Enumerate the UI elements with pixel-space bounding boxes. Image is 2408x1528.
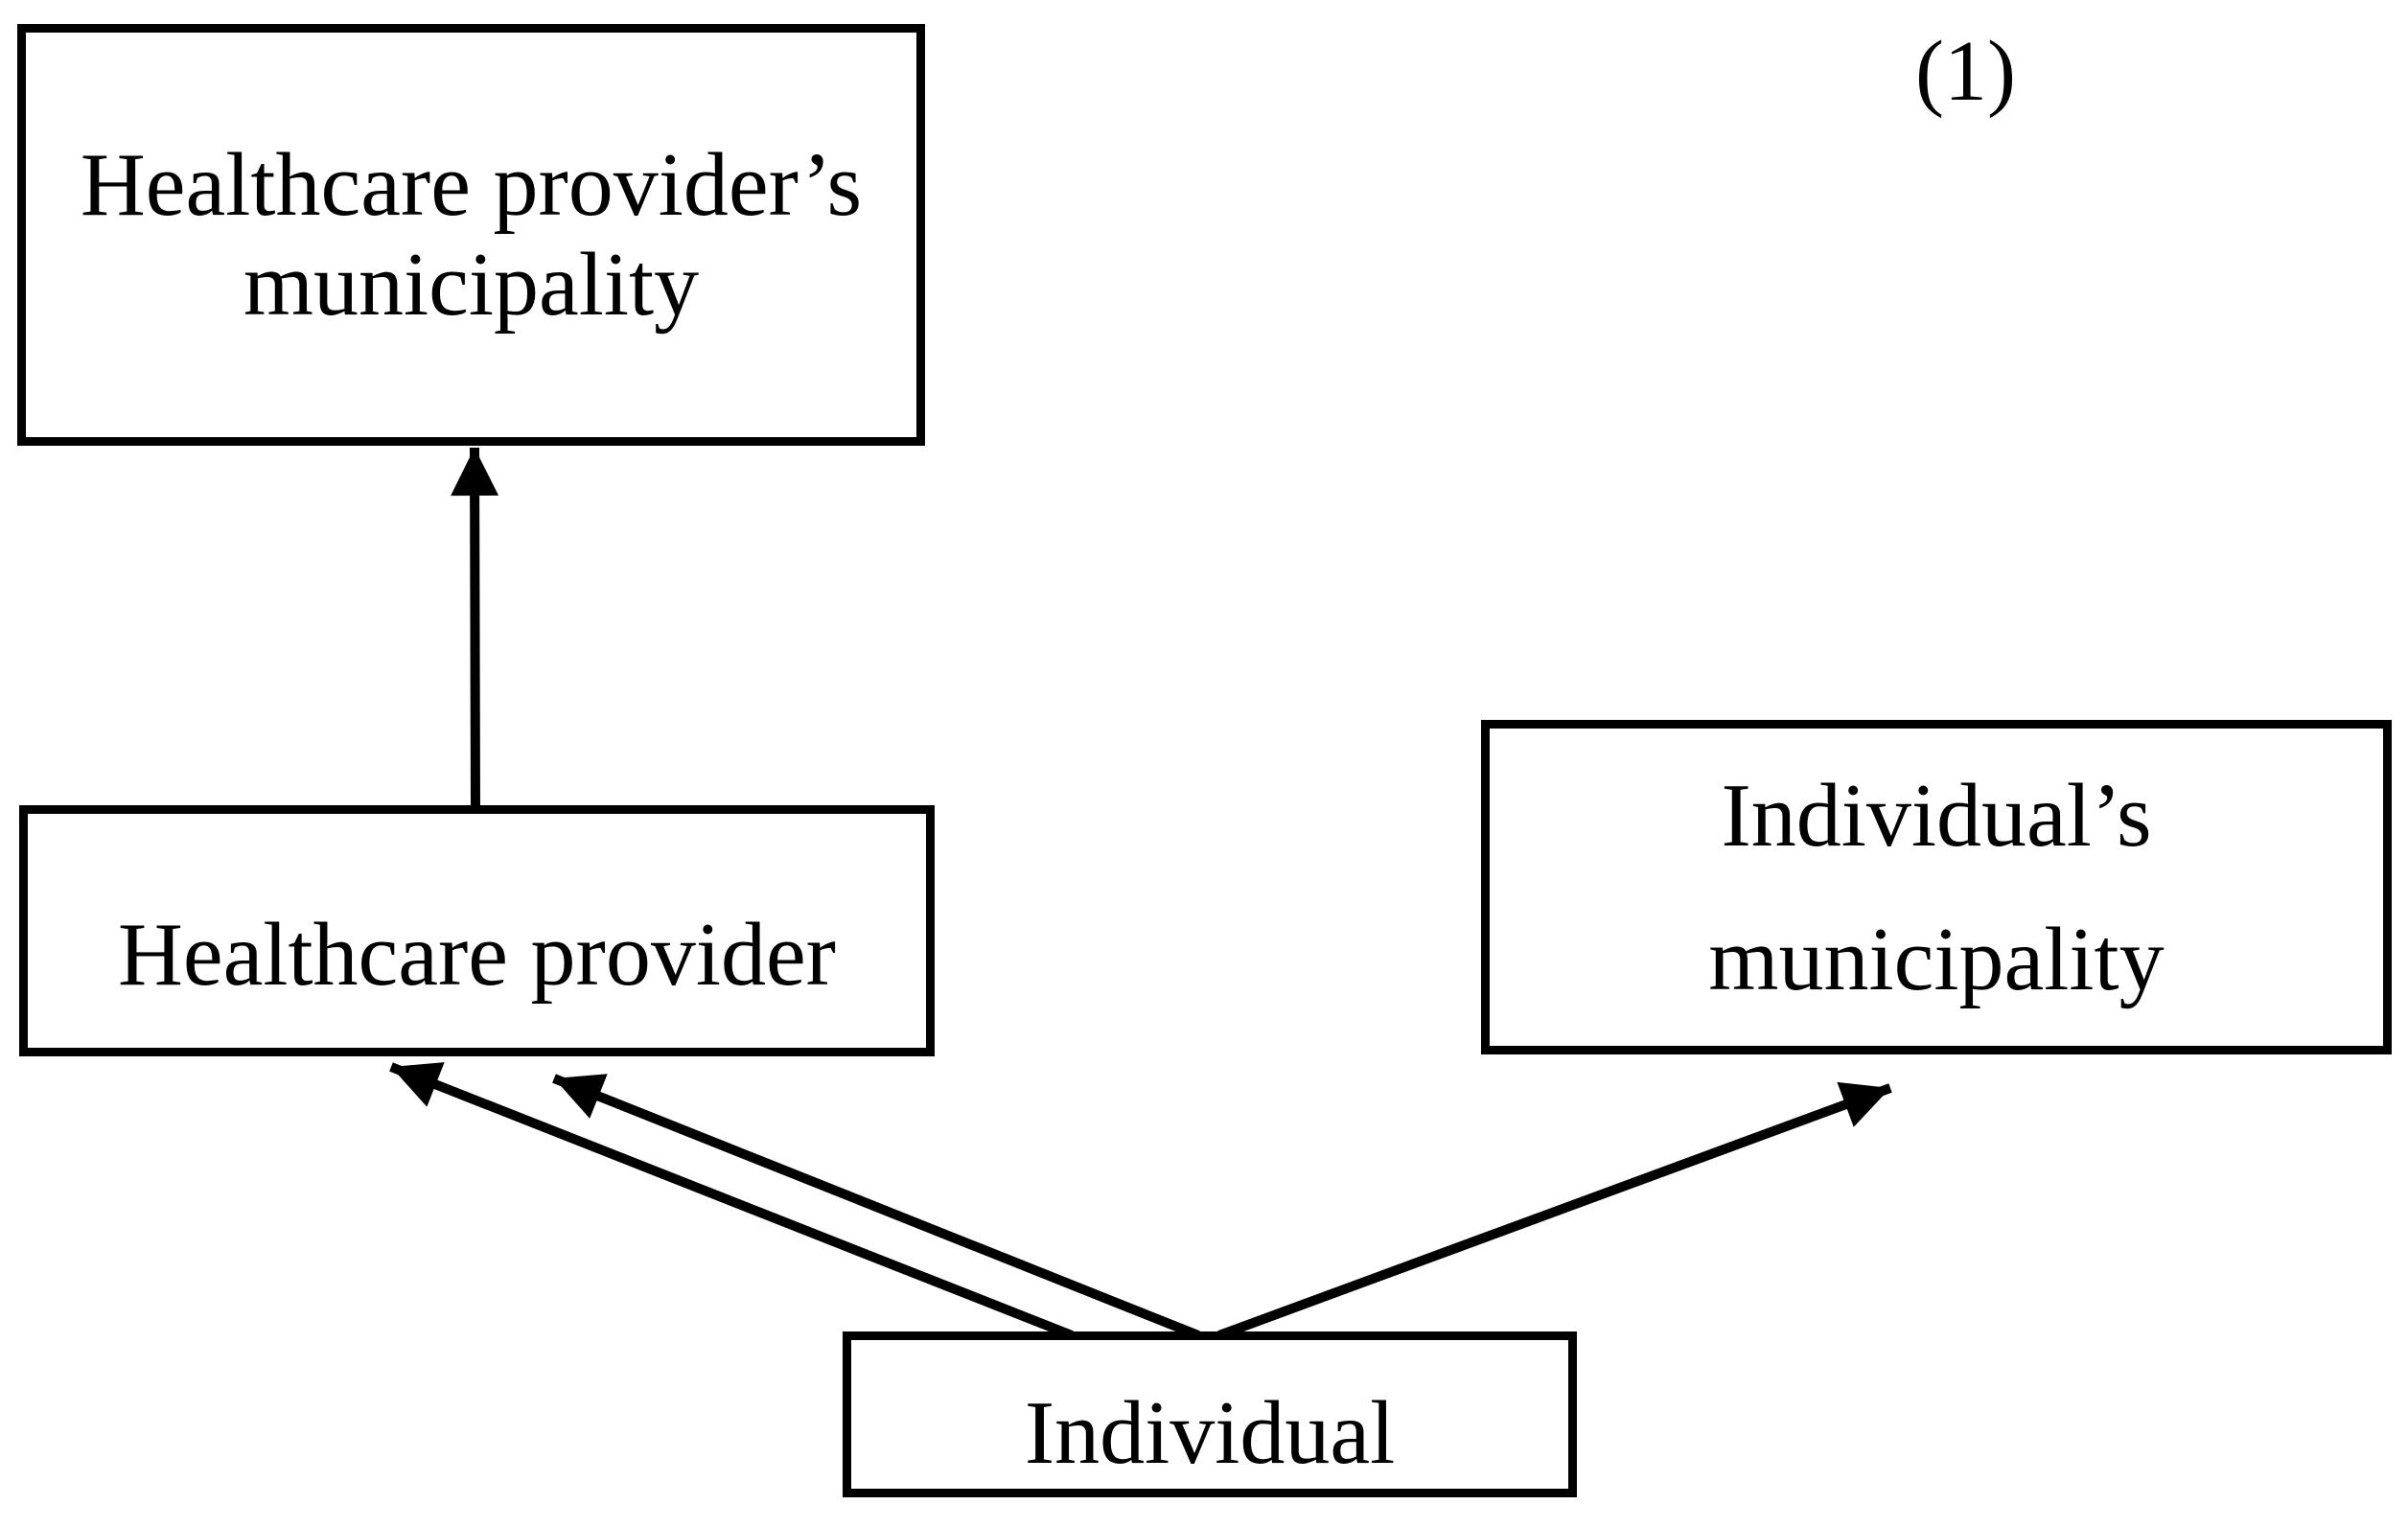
node-label: Healthcare provider [118, 904, 836, 1005]
arrow-individual-to-individual-municipality [1217, 1081, 1892, 1340]
node-individual: Individual [843, 1331, 1577, 1497]
arrow-individual-to-provider-2 [552, 1074, 1200, 1340]
node-healthcare-provider: Healthcare provider [19, 805, 935, 1056]
arrow-individual-to-provider-1 [389, 1062, 1074, 1340]
node-label: Individual [1024, 1383, 1396, 1484]
node-label: Healthcare provider’s municipality [80, 135, 863, 335]
node-individuals-municipality: Individual’s municipality [1481, 720, 2392, 1054]
figure-number-label: (1) [1915, 24, 2016, 119]
node-healthcare-providers-municipality: Healthcare provider’s municipality [17, 24, 925, 446]
node-label: Individual’s municipality [1708, 765, 2165, 1009]
